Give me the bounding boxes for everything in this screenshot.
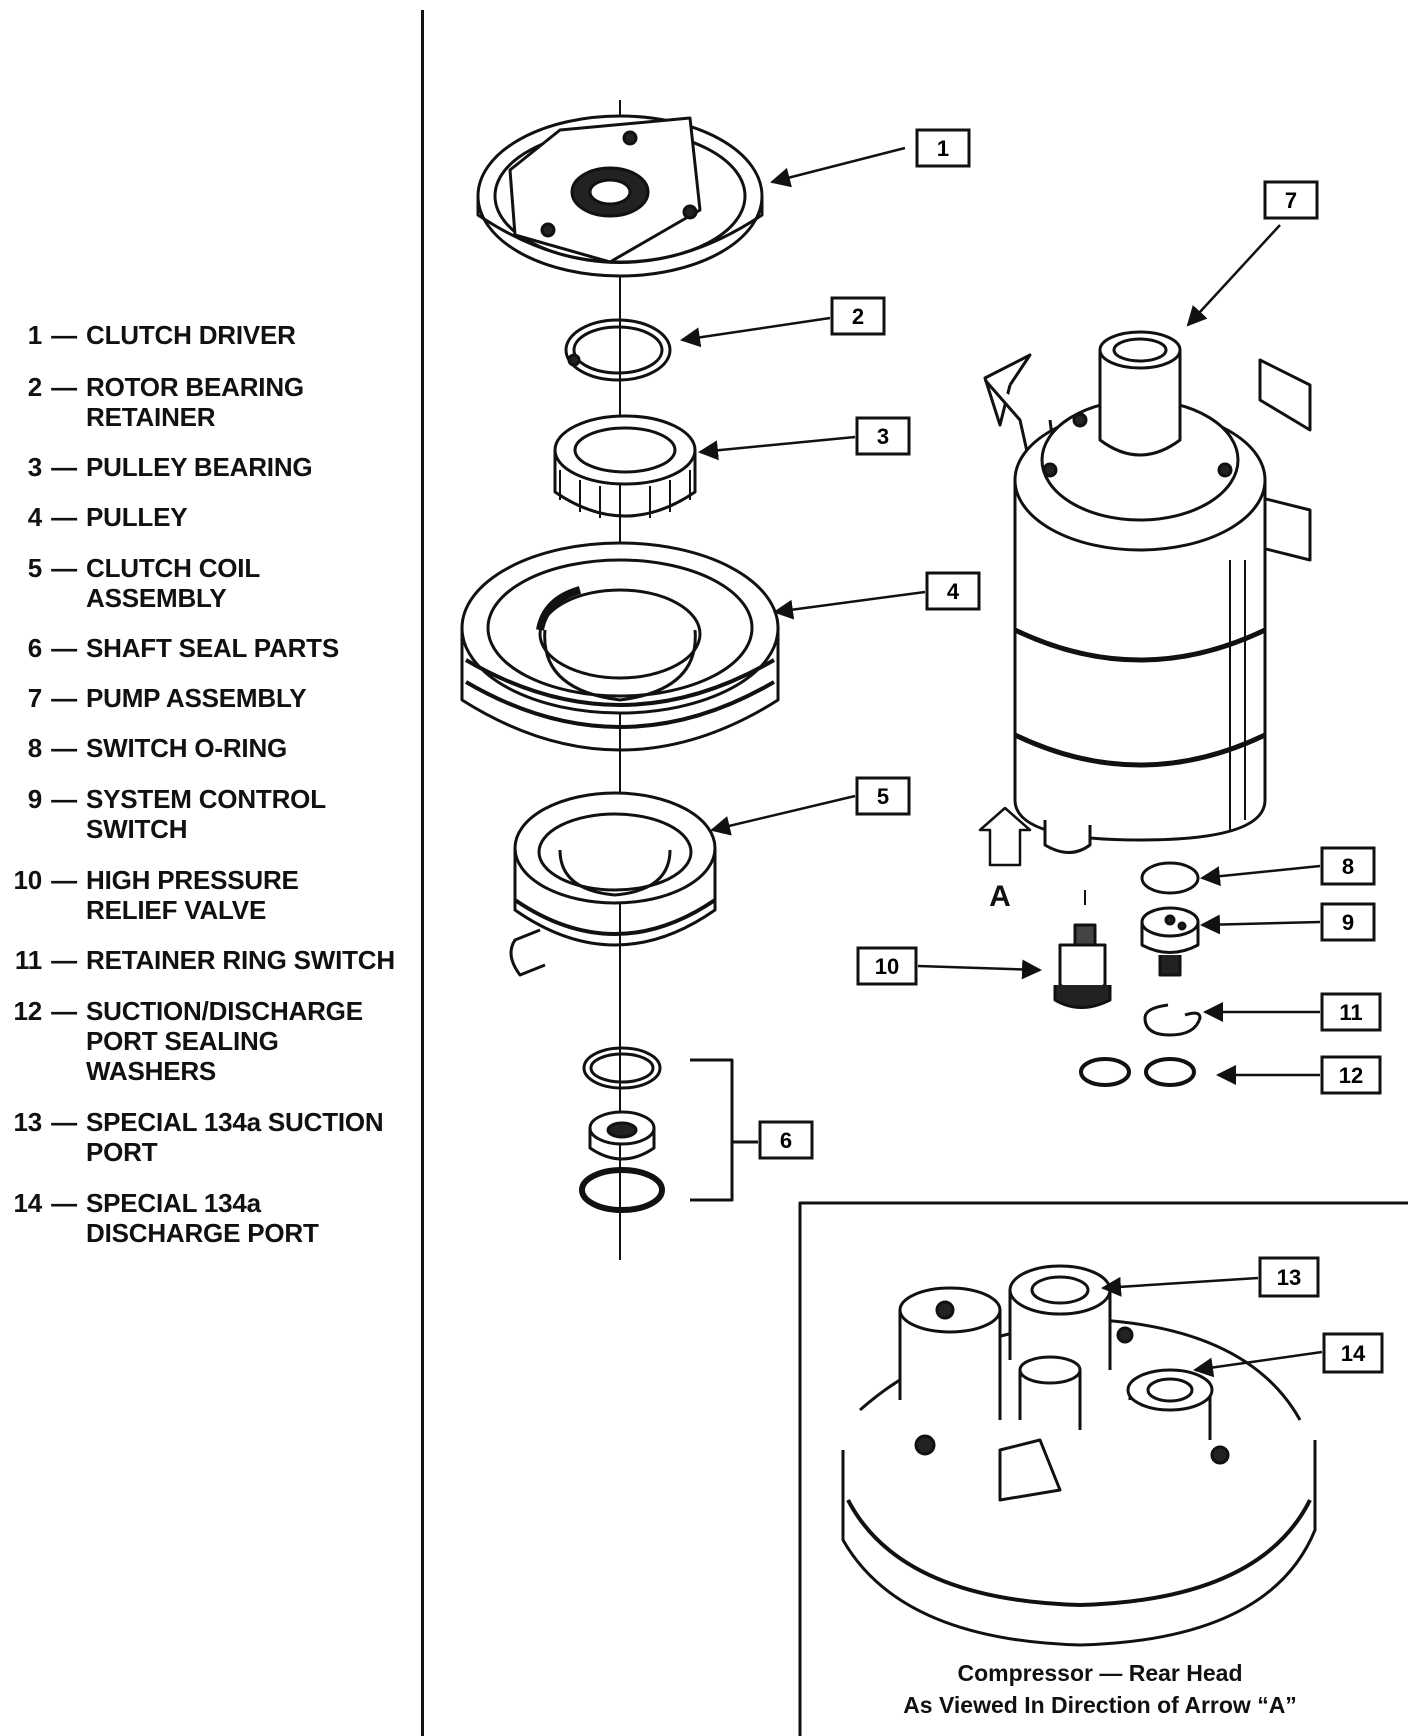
callout-8: 8 bbox=[1320, 846, 1376, 886]
callout-label-1: 1 bbox=[937, 136, 949, 161]
callout-1: 1 bbox=[915, 128, 971, 168]
callout-label-11: 11 bbox=[1339, 1000, 1362, 1025]
switch-o-ring-part bbox=[1140, 861, 1200, 895]
pulley-bearing-part bbox=[553, 414, 697, 518]
callout-12: 12 bbox=[1320, 1055, 1382, 1095]
parts-legend: 1—CLUTCH DRIVER 2—ROTOR BEARING RETAINER… bbox=[0, 0, 420, 1736]
inset-caption-line-1: Compressor — Rear Head bbox=[957, 1660, 1243, 1686]
callout-label-5: 5 bbox=[877, 784, 889, 809]
clutch-coil-assembly-part bbox=[509, 791, 717, 977]
callout-label-2: 2 bbox=[852, 304, 864, 329]
sealing-washers-part bbox=[1079, 1057, 1196, 1087]
pulley-part bbox=[460, 541, 780, 752]
pump-assembly-part bbox=[983, 330, 1312, 854]
retainer-ring-switch-part bbox=[1143, 1003, 1202, 1037]
legend-item-10: 10—HIGH PRESSURE RELIEF VALVE bbox=[13, 865, 299, 925]
callout-3: 3 bbox=[855, 416, 911, 456]
callout-9: 9 bbox=[1320, 902, 1376, 942]
callout-label-13: 13 bbox=[1277, 1265, 1301, 1290]
callout-2: 2 bbox=[830, 296, 886, 336]
callout-label-7: 7 bbox=[1285, 188, 1297, 213]
callout-5: 5 bbox=[855, 776, 911, 816]
callout-boxes: 1 2 3 4 5 6 7 8 9 10 11 12 13 14 bbox=[758, 128, 1384, 1374]
callout-7: 7 bbox=[1263, 180, 1319, 220]
legend-item-5: 5—CLUTCH COIL ASSEMBLY bbox=[27, 553, 260, 613]
rotor-bearing-retainer-part bbox=[564, 318, 672, 382]
legend-item-9: 9—SYSTEM CONTROL SWITCH bbox=[27, 784, 326, 844]
shaft-seal-parts-part bbox=[579, 1046, 758, 1213]
legend-item-7: 7—PUMP ASSEMBLY bbox=[27, 683, 307, 713]
callout-label-12: 12 bbox=[1339, 1063, 1363, 1088]
clutch-driver-part bbox=[476, 114, 764, 278]
legend-divider-line bbox=[421, 10, 424, 1736]
callout-10: 10 bbox=[856, 946, 918, 986]
callout-label-8: 8 bbox=[1342, 854, 1354, 879]
compressor-rear-head-part bbox=[841, 1264, 1317, 1647]
legend-item-1: 1—CLUTCH DRIVER bbox=[27, 320, 296, 350]
legend-item-14: 14—SPECIAL 134a DISCHARGE PORT bbox=[13, 1188, 319, 1248]
legend-item-2: 2—ROTOR BEARING RETAINER bbox=[27, 372, 304, 432]
callout-6: 6 bbox=[758, 1120, 814, 1160]
view-arrow-label: A bbox=[989, 880, 1011, 913]
callout-label-4: 4 bbox=[947, 579, 960, 604]
system-control-switch-part bbox=[1140, 906, 1200, 977]
callout-14: 14 bbox=[1322, 1332, 1384, 1374]
callout-13: 13 bbox=[1258, 1256, 1320, 1298]
callout-11: 11 bbox=[1320, 992, 1382, 1032]
legend-item-12: 12—SUCTION/DISCHARGE PORT SEALING WASHER… bbox=[13, 996, 363, 1086]
callout-label-3: 3 bbox=[877, 424, 889, 449]
legend-item-8: 8—SWITCH O-RING bbox=[27, 733, 288, 763]
legend-item-11: 11—RETAINER RING SWITCH bbox=[14, 945, 395, 975]
inset-caption-line-2: As Viewed In Direction of Arrow “A” bbox=[903, 1692, 1297, 1718]
high-pressure-relief-valve-part bbox=[1053, 890, 1112, 1009]
view-direction-arrow-icon bbox=[978, 806, 1032, 867]
callout-label-6: 6 bbox=[780, 1128, 792, 1153]
callout-label-9: 9 bbox=[1342, 910, 1354, 935]
rear-head-inset-frame bbox=[798, 1201, 1408, 1736]
legend-item-3: 3—PULLEY BEARING bbox=[27, 452, 313, 482]
legend-item-13: 13—SPECIAL 134a SUCTION PORT bbox=[13, 1107, 384, 1167]
callout-label-14: 14 bbox=[1341, 1341, 1366, 1366]
callout-leader-lines bbox=[680, 146, 1323, 1378]
legend-item-6: 6—SHAFT SEAL PARTS bbox=[27, 633, 339, 663]
callout-label-10: 10 bbox=[875, 954, 899, 979]
callout-4: 4 bbox=[925, 571, 981, 611]
legend-item-4: 4—PULLEY bbox=[27, 502, 188, 532]
